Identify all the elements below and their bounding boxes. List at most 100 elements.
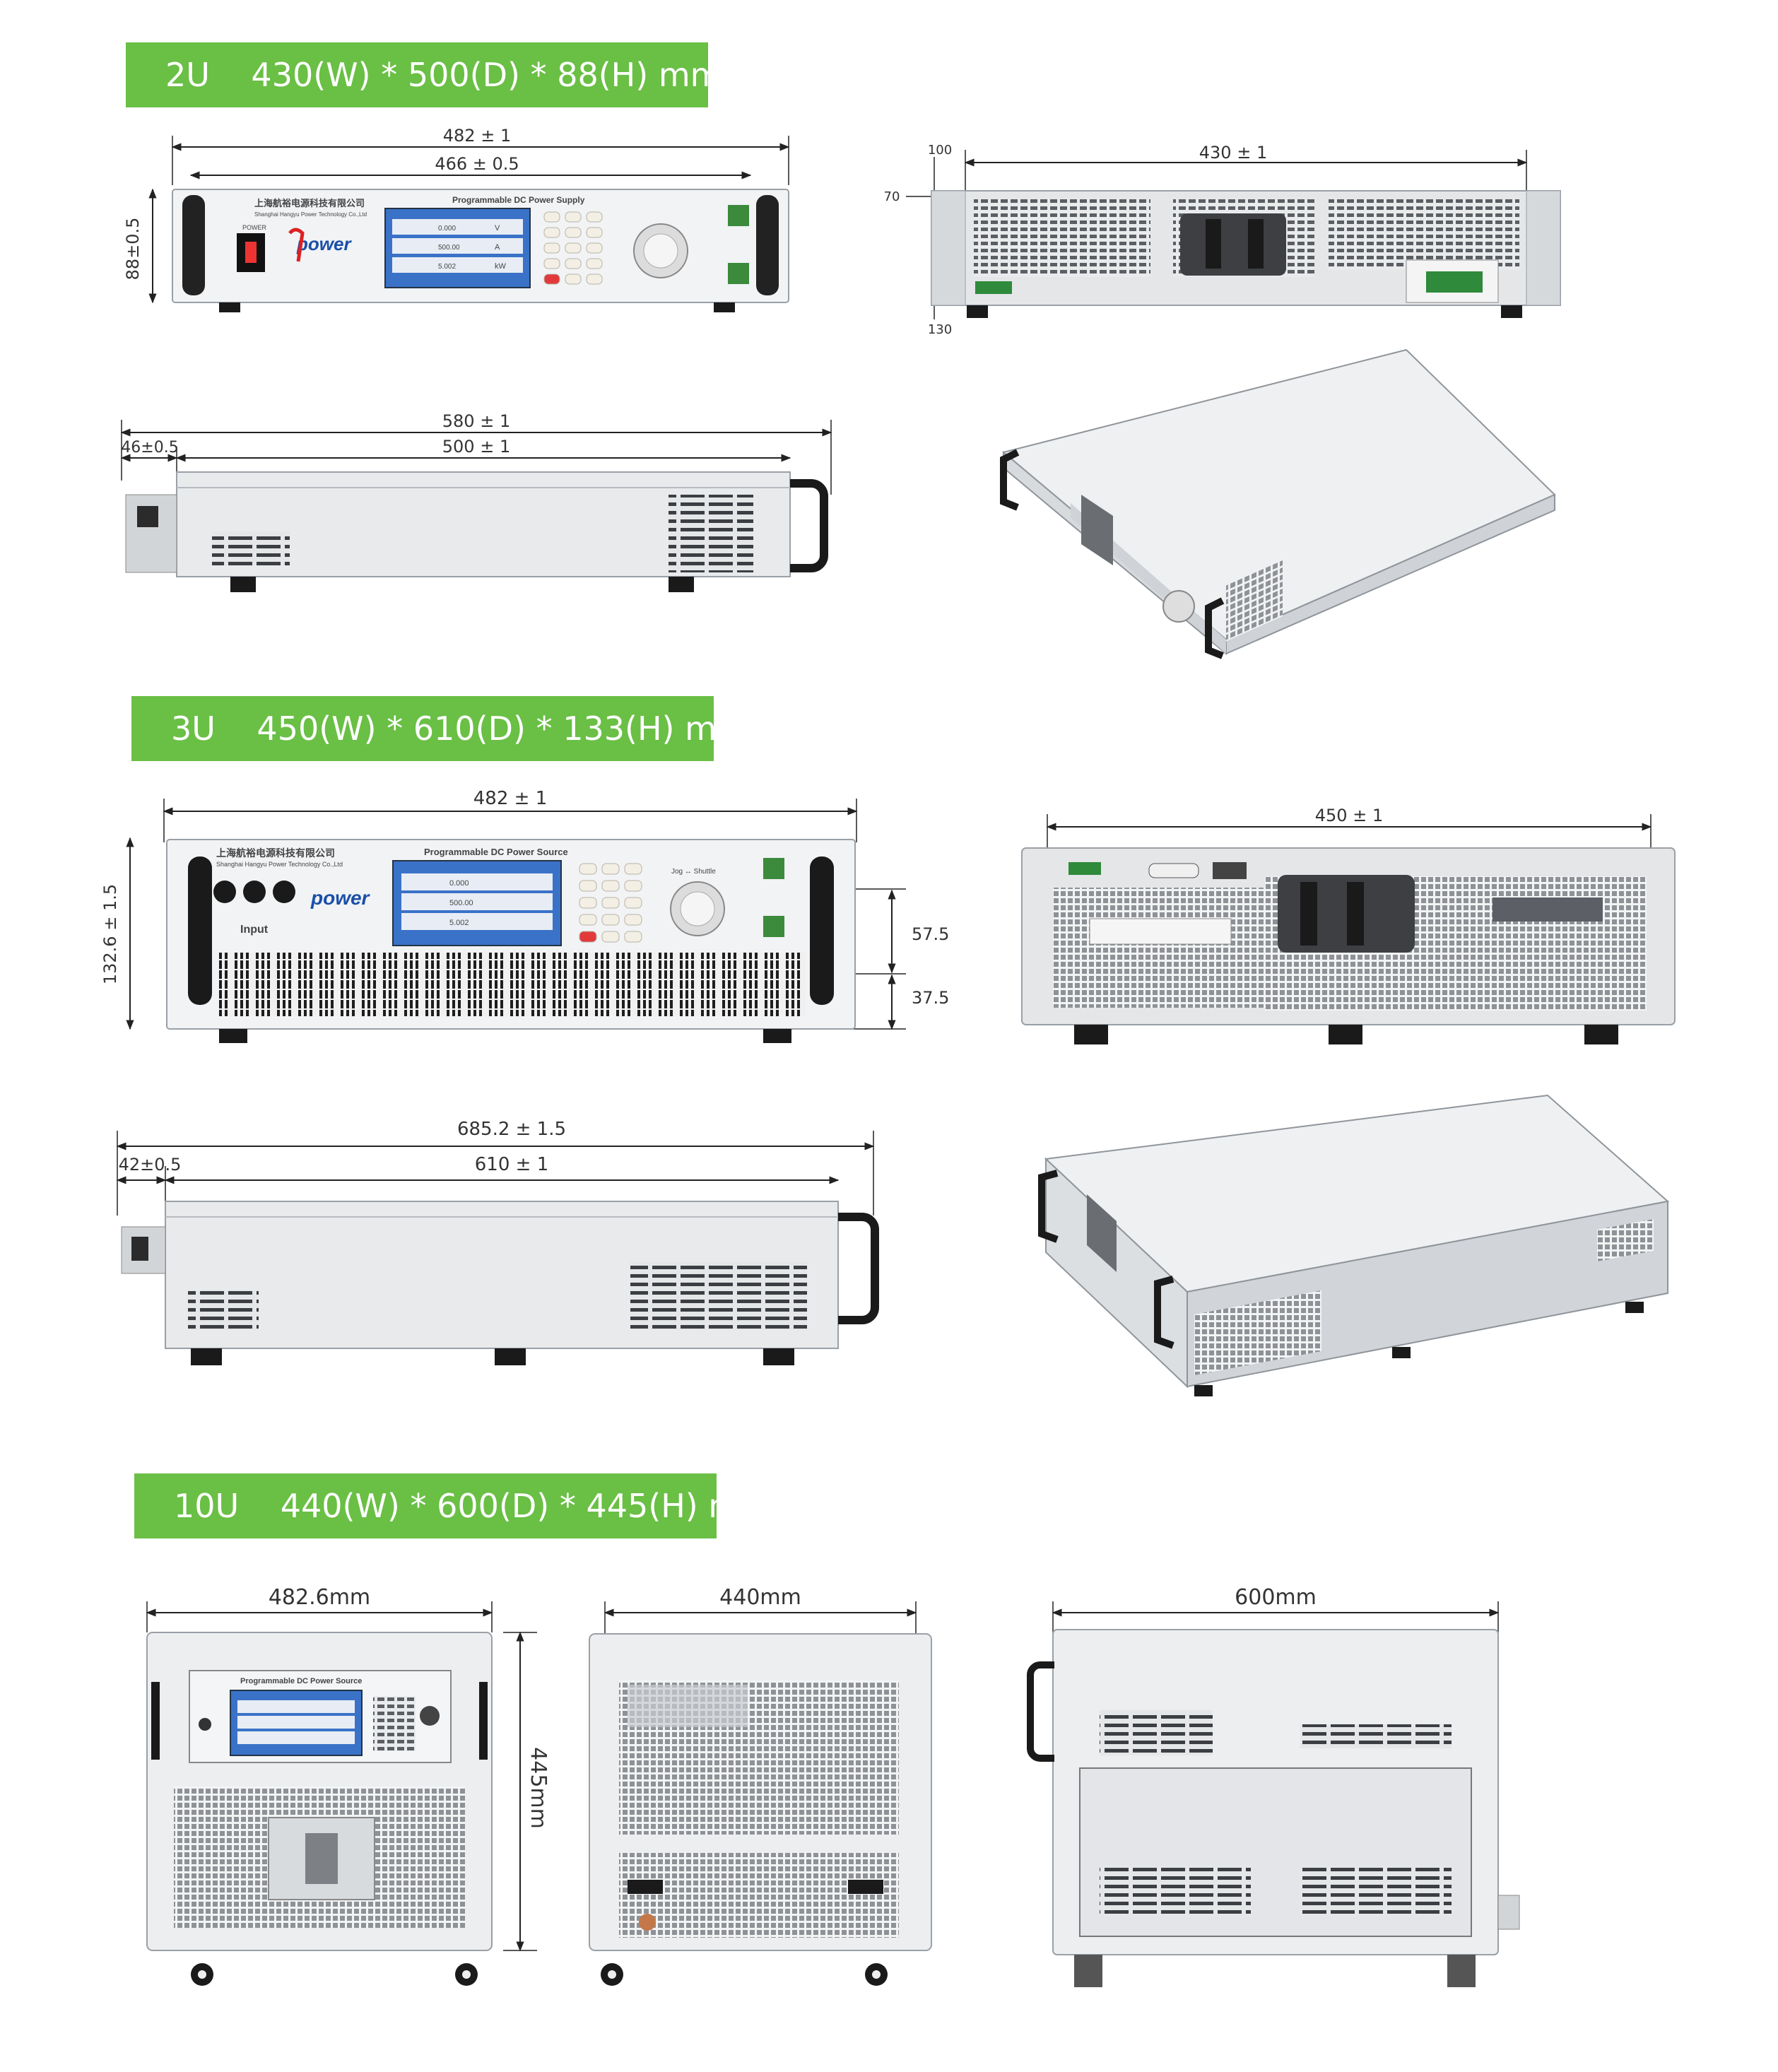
lcd-power: 5.002 [438, 263, 456, 271]
iso-handle [1154, 1276, 1174, 1349]
rear-view-3u: 450 ± 1 [1021, 806, 1676, 1044]
keypad [543, 211, 603, 285]
dim-10u-rear-width: 440mm [719, 1585, 801, 1610]
input-label: Input [240, 924, 269, 936]
terminal-icon [639, 1914, 656, 1931]
network-port [1213, 862, 1247, 879]
iso-lcd [1087, 1194, 1117, 1272]
handle-left [182, 195, 205, 295]
vent-slots [1300, 1724, 1452, 1748]
dim-2u-rear-70: 70 [884, 189, 900, 204]
dim-10u-front-height: 445mm [526, 1747, 551, 1829]
dim-3u-side-total: 685.2 ± 1.5 [457, 1119, 566, 1140]
rear-view-2u: 430 ± 1 100 70 130 [884, 143, 1561, 337]
iso-handle [1205, 597, 1225, 659]
vent-grille [619, 1853, 899, 1938]
brand-logo: power [310, 887, 371, 909]
power-switch [199, 1718, 211, 1731]
lcd-current: 500.00 [438, 244, 460, 252]
dim-3u-front-width: 482 ± 1 [473, 788, 547, 809]
dim-3u-side-depth: 610 ± 1 [475, 1154, 548, 1175]
logo-mark-icon [288, 228, 305, 262]
section-header-10u: 10U 440(W) * 600(D) * 445(H) mm [134, 1473, 772, 1538]
dim-2u-rear-100: 100 [928, 143, 952, 158]
vent-grille [1053, 888, 1265, 1008]
dim-10u-side-depth: 600mm [1235, 1585, 1317, 1610]
company-name-en: Shanghai Hangyu Power Technology Co.,Ltd [216, 861, 343, 868]
company-name-cn: 上海航裕电源科技有限公司 [216, 847, 335, 859]
handle-left [188, 857, 212, 1005]
vent-slots [1100, 1866, 1251, 1917]
lcd-current: 500.00 [449, 899, 473, 907]
lcd-voltage: 0.000 [438, 225, 456, 232]
panel-title-10u: Programmable DC Power Source [240, 1677, 362, 1685]
dim-3u-575: 57.5 [912, 924, 949, 944]
qr-code-icon [763, 916, 784, 937]
dim-10u-front-width: 482.6mm [269, 1585, 370, 1610]
qr-code-icon [728, 263, 749, 284]
company-name-cn: 上海航裕电源科技有限公司 [254, 198, 365, 208]
output-terminal-cover [1180, 213, 1286, 276]
connector-block [975, 281, 1012, 294]
foot [714, 302, 735, 312]
iso-handle [1000, 449, 1020, 511]
output-terminal-cover [1278, 875, 1415, 953]
caster-bracket [1447, 1955, 1476, 1987]
keypad [373, 1696, 416, 1751]
power-switch [213, 881, 236, 903]
dim-2u-side-total: 580 ± 1 [442, 411, 510, 431]
vent-grille [1420, 876, 1647, 1011]
front-view-2u: 482 ± 1 466 ± 0.5 88±0.5 上海航裕电源科技有限公司 Sh… [123, 126, 790, 312]
side-handle [790, 479, 828, 572]
power-switch [273, 881, 295, 903]
dim-2u-front-width: 482 ± 1 [443, 126, 511, 146]
dim-2u-side-depth: 500 ± 1 [442, 437, 510, 457]
panel-title-2u: Programmable DC Power Supply [452, 195, 585, 205]
dim-3u-375: 37.5 [912, 988, 949, 1008]
dim-2u-front-height: 88±0.5 [123, 218, 143, 281]
iso-handle [1038, 1170, 1059, 1243]
vent-slots [212, 531, 290, 565]
iso-view-2u [1000, 348, 1556, 659]
iso-lcd [1081, 495, 1113, 565]
lcd-unit-kw: kW [495, 262, 507, 271]
front-view-10u: 482.6mm 445mm Programmable DC Power Sour… [146, 1585, 551, 1986]
power-label: POWER [242, 224, 267, 231]
dim-3u-rear-width: 450 ± 1 [1315, 806, 1383, 825]
dim-2u-rear-width: 430 ± 1 [1199, 143, 1267, 163]
qr-code-icon [763, 858, 784, 879]
dim-2u-rear-130: 130 [928, 322, 952, 337]
vent-slots [188, 1290, 259, 1330]
side-view-2u: 580 ± 1 500 ± 1 46±0.5 [120, 411, 832, 592]
db9-port [1148, 863, 1199, 878]
handle-right [810, 857, 834, 1005]
handle-left [151, 1682, 160, 1760]
section-header-2u: 2U 430(W) * 500(D) * 88(H) mm [126, 42, 722, 107]
fan [628, 1685, 748, 1727]
lcd-voltage: 0.000 [449, 879, 469, 888]
side-handle [1027, 1661, 1054, 1762]
dim-3u-front-height: 132.6 ± 1.5 [100, 884, 120, 984]
vent-grille [1329, 199, 1519, 270]
side-view-10u: 600mm [1027, 1585, 1520, 1987]
dim-2u-front-inner: 466 ± 0.5 [435, 154, 519, 174]
side-view-3u: 685.2 ± 1.5 610 ± 1 42±0.5 [116, 1119, 879, 1365]
lcd-unit-a: A [495, 243, 500, 252]
handle-right [479, 1682, 488, 1760]
connector-block [1068, 862, 1101, 875]
brand-logo: power [296, 233, 352, 254]
power-switch [243, 881, 266, 903]
dim-3u-side-handle: 42±0.5 [119, 1155, 182, 1175]
breaker-switch [305, 1833, 338, 1884]
vent-slots [630, 1262, 807, 1330]
front-grille [219, 953, 806, 1016]
caster-bracket [1074, 1955, 1102, 1987]
connector-block [628, 1880, 663, 1894]
foot [219, 302, 240, 312]
handle-right [756, 195, 779, 295]
jog-knob [420, 1706, 440, 1726]
company-name-en: Shanghai Hangyu Power Technology Co.,Ltd [254, 211, 367, 218]
rear-view-10u: 440mm [589, 1585, 932, 1986]
qr-code-icon [728, 205, 749, 226]
